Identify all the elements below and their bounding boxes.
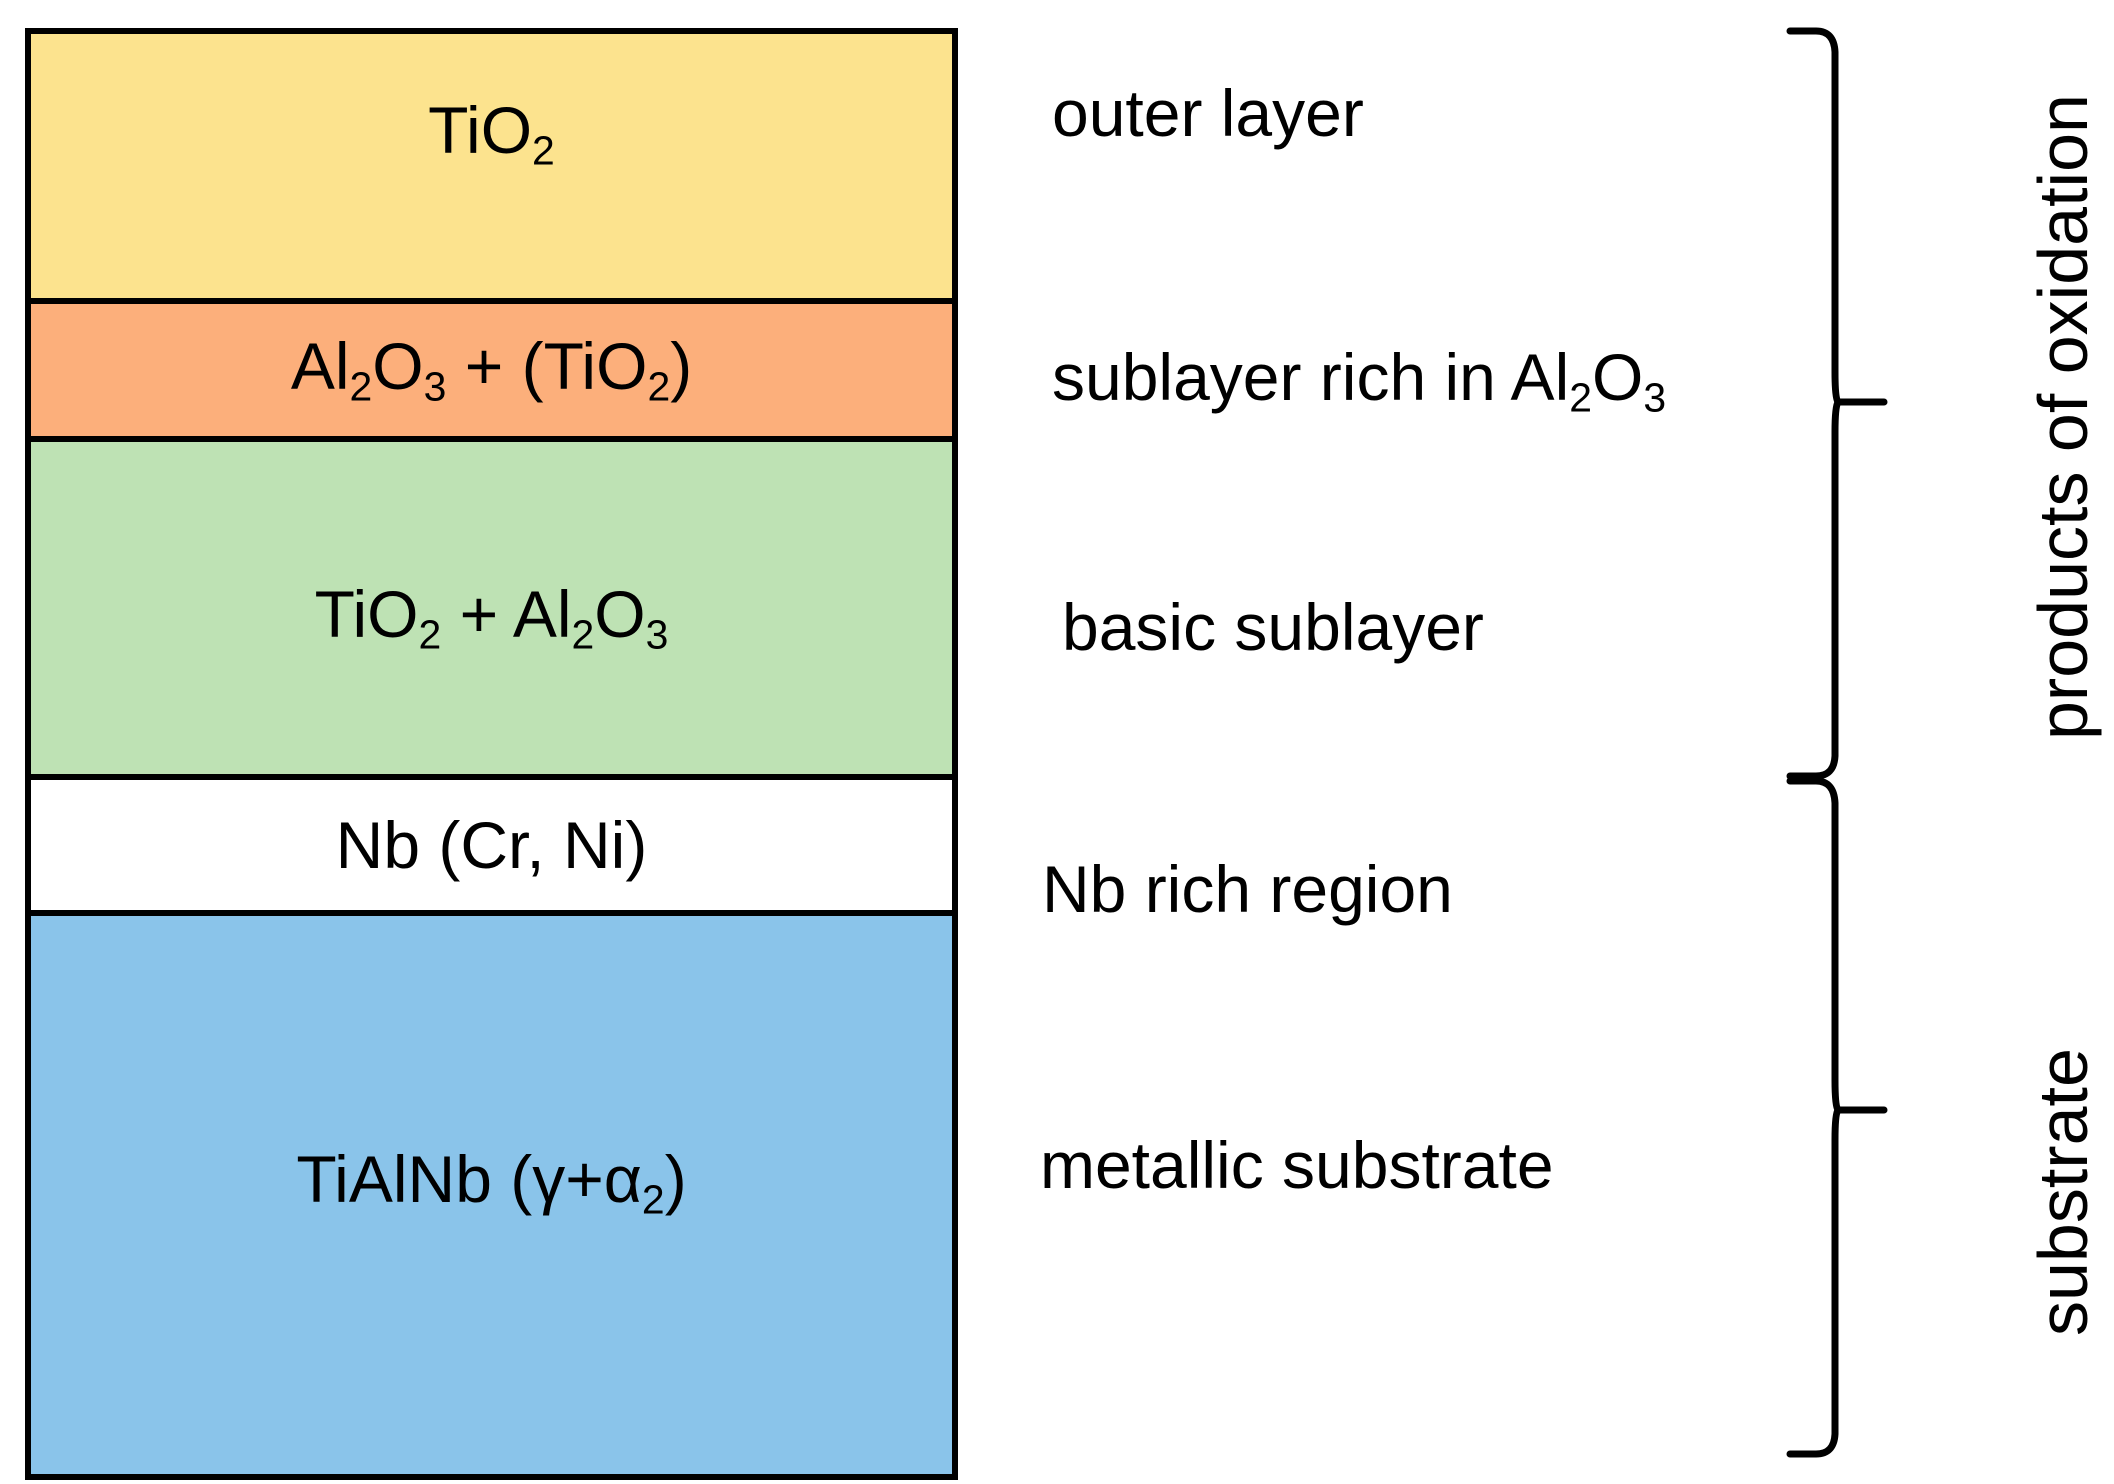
layer-formula-outer-layer: TiO2 xyxy=(428,92,555,174)
layer-formula-metallic-substrate: TiAlNb (γ+α2) xyxy=(296,1141,687,1223)
description-al2o3-rich-sublayer: sublayer rich in Al2O3 xyxy=(1052,340,1667,421)
group-braces xyxy=(1780,0,1920,1484)
brace-paths xyxy=(1786,27,1888,1458)
layer-stack: TiO2 Al2O3 + (TiO2) TiO2 + Al2O3 Nb (Cr,… xyxy=(25,28,958,1480)
description-nb-rich-region: Nb rich region xyxy=(1042,852,1453,926)
group-label-substrate: substrate xyxy=(2024,1048,2102,1336)
description-metallic-substrate: metallic substrate xyxy=(1040,1128,1554,1202)
layer-outer-layer: TiO2 xyxy=(25,28,958,304)
layer-formula-al2o3-rich-sublayer: Al2O3 + (TiO2) xyxy=(290,328,693,410)
layer-metallic-substrate: TiAlNb (γ+α2) xyxy=(25,910,958,1480)
description-outer-layer: outer layer xyxy=(1052,76,1364,150)
layer-formula-nb-rich-region: Nb (Cr, Ni) xyxy=(335,808,648,882)
layer-formula-basic-sublayer: TiO2 + Al2O3 xyxy=(314,576,669,658)
brace-substrate xyxy=(1786,777,1888,1458)
layer-nb-rich-region: Nb (Cr, Ni) xyxy=(25,774,958,916)
description-basic-sublayer: basic sublayer xyxy=(1062,590,1484,664)
layer-al2o3-rich-sublayer: Al2O3 + (TiO2) xyxy=(25,298,958,442)
layer-basic-sublayer: TiO2 + Al2O3 xyxy=(25,436,958,780)
brace-products-of-oxidation xyxy=(1786,27,1888,780)
group-label-products-of-oxidation: products of oxidation xyxy=(2024,94,2102,740)
